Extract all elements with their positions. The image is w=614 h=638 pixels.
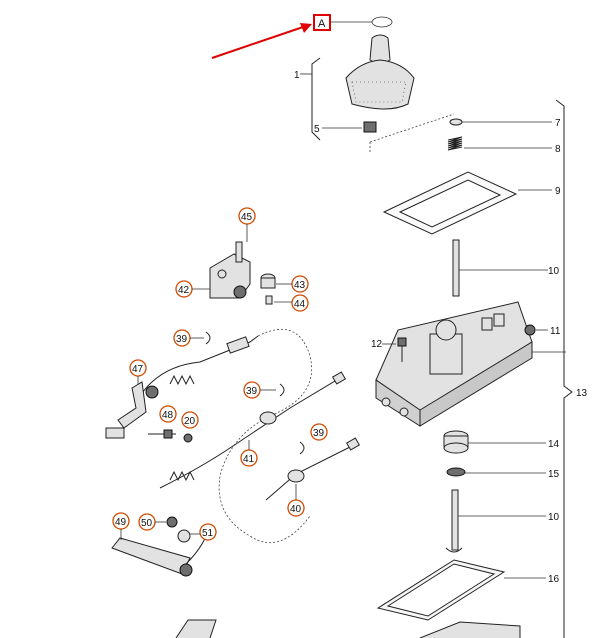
letter-a-label: A bbox=[318, 18, 326, 30]
label-8: 8 bbox=[555, 144, 561, 155]
callout-41-text: 41 bbox=[243, 454, 255, 465]
red-pointer-arrow bbox=[211, 23, 312, 59]
shift-cable-middle bbox=[159, 371, 347, 489]
label-5: 5 bbox=[314, 124, 320, 135]
label-7: 7 bbox=[555, 118, 561, 129]
grommet-ring bbox=[371, 16, 393, 28]
bushing-43 bbox=[260, 273, 276, 289]
callout-39-a[interactable]: 39 bbox=[173, 329, 191, 347]
callout-39-b[interactable]: 39 bbox=[243, 381, 261, 399]
gear-knob[interactable] bbox=[345, 34, 415, 110]
callout-40[interactable]: 40 bbox=[287, 499, 305, 517]
callout-42[interactable]: 42 bbox=[175, 280, 193, 298]
callout-41[interactable]: 41 bbox=[240, 449, 258, 467]
callout-39a-text: 39 bbox=[176, 334, 188, 345]
shaft-10-lower bbox=[451, 489, 459, 551]
bellcrank-49 bbox=[111, 523, 211, 577]
pin-44 bbox=[265, 295, 273, 305]
bracket-13 bbox=[555, 99, 573, 638]
label-11: 11 bbox=[550, 326, 561, 337]
callout-20-text: 20 bbox=[184, 416, 196, 427]
callout-42-text: 42 bbox=[178, 285, 190, 296]
shift-cable-lower bbox=[265, 437, 361, 501]
callout-50-text: 50 bbox=[141, 518, 153, 529]
circlip-7 bbox=[449, 118, 463, 126]
clip-5 bbox=[363, 121, 377, 133]
label-15: 15 bbox=[548, 469, 560, 480]
callout-45[interactable]: 45 bbox=[238, 207, 256, 225]
plate-16 bbox=[376, 559, 506, 621]
shift-housing[interactable] bbox=[375, 301, 533, 427]
callout-49[interactable]: 49 bbox=[112, 512, 130, 530]
callout-44-text: 44 bbox=[294, 299, 306, 310]
nut-11 bbox=[524, 324, 536, 336]
base-bottom bbox=[419, 621, 521, 638]
callout-49-text: 49 bbox=[115, 517, 127, 528]
callout-48-text: 48 bbox=[162, 410, 174, 421]
callout-20[interactable]: 20 bbox=[181, 411, 199, 429]
shaft-10-upper bbox=[452, 239, 460, 297]
bracket-1 bbox=[311, 57, 321, 141]
callout-45-text: 45 bbox=[241, 212, 253, 223]
callout-47-text: 47 bbox=[132, 364, 144, 375]
nut-50 bbox=[166, 516, 178, 528]
label-9: 9 bbox=[555, 186, 561, 197]
bolt-12 bbox=[397, 337, 407, 362]
label-13: 13 bbox=[576, 388, 588, 399]
callout-48[interactable]: 48 bbox=[159, 405, 177, 423]
callout-44[interactable]: 44 bbox=[291, 294, 309, 312]
lever-bracket-42 bbox=[209, 241, 251, 299]
callout-50[interactable]: 50 bbox=[138, 513, 156, 531]
label-16: 16 bbox=[548, 574, 560, 585]
pin-48 bbox=[148, 429, 176, 439]
washer-15 bbox=[446, 467, 466, 477]
callout-47[interactable]: 47 bbox=[129, 359, 147, 377]
shift-cable-upper bbox=[139, 335, 259, 399]
callout-39b-text: 39 bbox=[246, 386, 258, 397]
bushing-14 bbox=[443, 430, 469, 454]
callout-43-text: 43 bbox=[294, 280, 306, 291]
callout-40-text: 40 bbox=[290, 504, 302, 515]
callout-43[interactable]: 43 bbox=[291, 275, 309, 293]
label-10-upper: 10 bbox=[548, 266, 560, 277]
bottom-fragment bbox=[175, 619, 217, 638]
spring-8 bbox=[447, 136, 463, 151]
callout-39c-text: 39 bbox=[313, 428, 325, 439]
label-14: 14 bbox=[548, 439, 560, 450]
nut-20 bbox=[183, 433, 193, 443]
callout-51-text: 51 bbox=[202, 528, 214, 539]
label-10-lower: 10 bbox=[548, 512, 560, 523]
letter-a-marker[interactable]: A bbox=[313, 14, 331, 31]
label-1: 1 bbox=[294, 70, 300, 81]
callout-39-c[interactable]: 39 bbox=[310, 423, 328, 441]
selector-lever-47 bbox=[105, 381, 147, 439]
gasket-9 bbox=[382, 171, 518, 235]
callout-51[interactable]: 51 bbox=[199, 523, 217, 541]
label-12: 12 bbox=[371, 339, 383, 350]
